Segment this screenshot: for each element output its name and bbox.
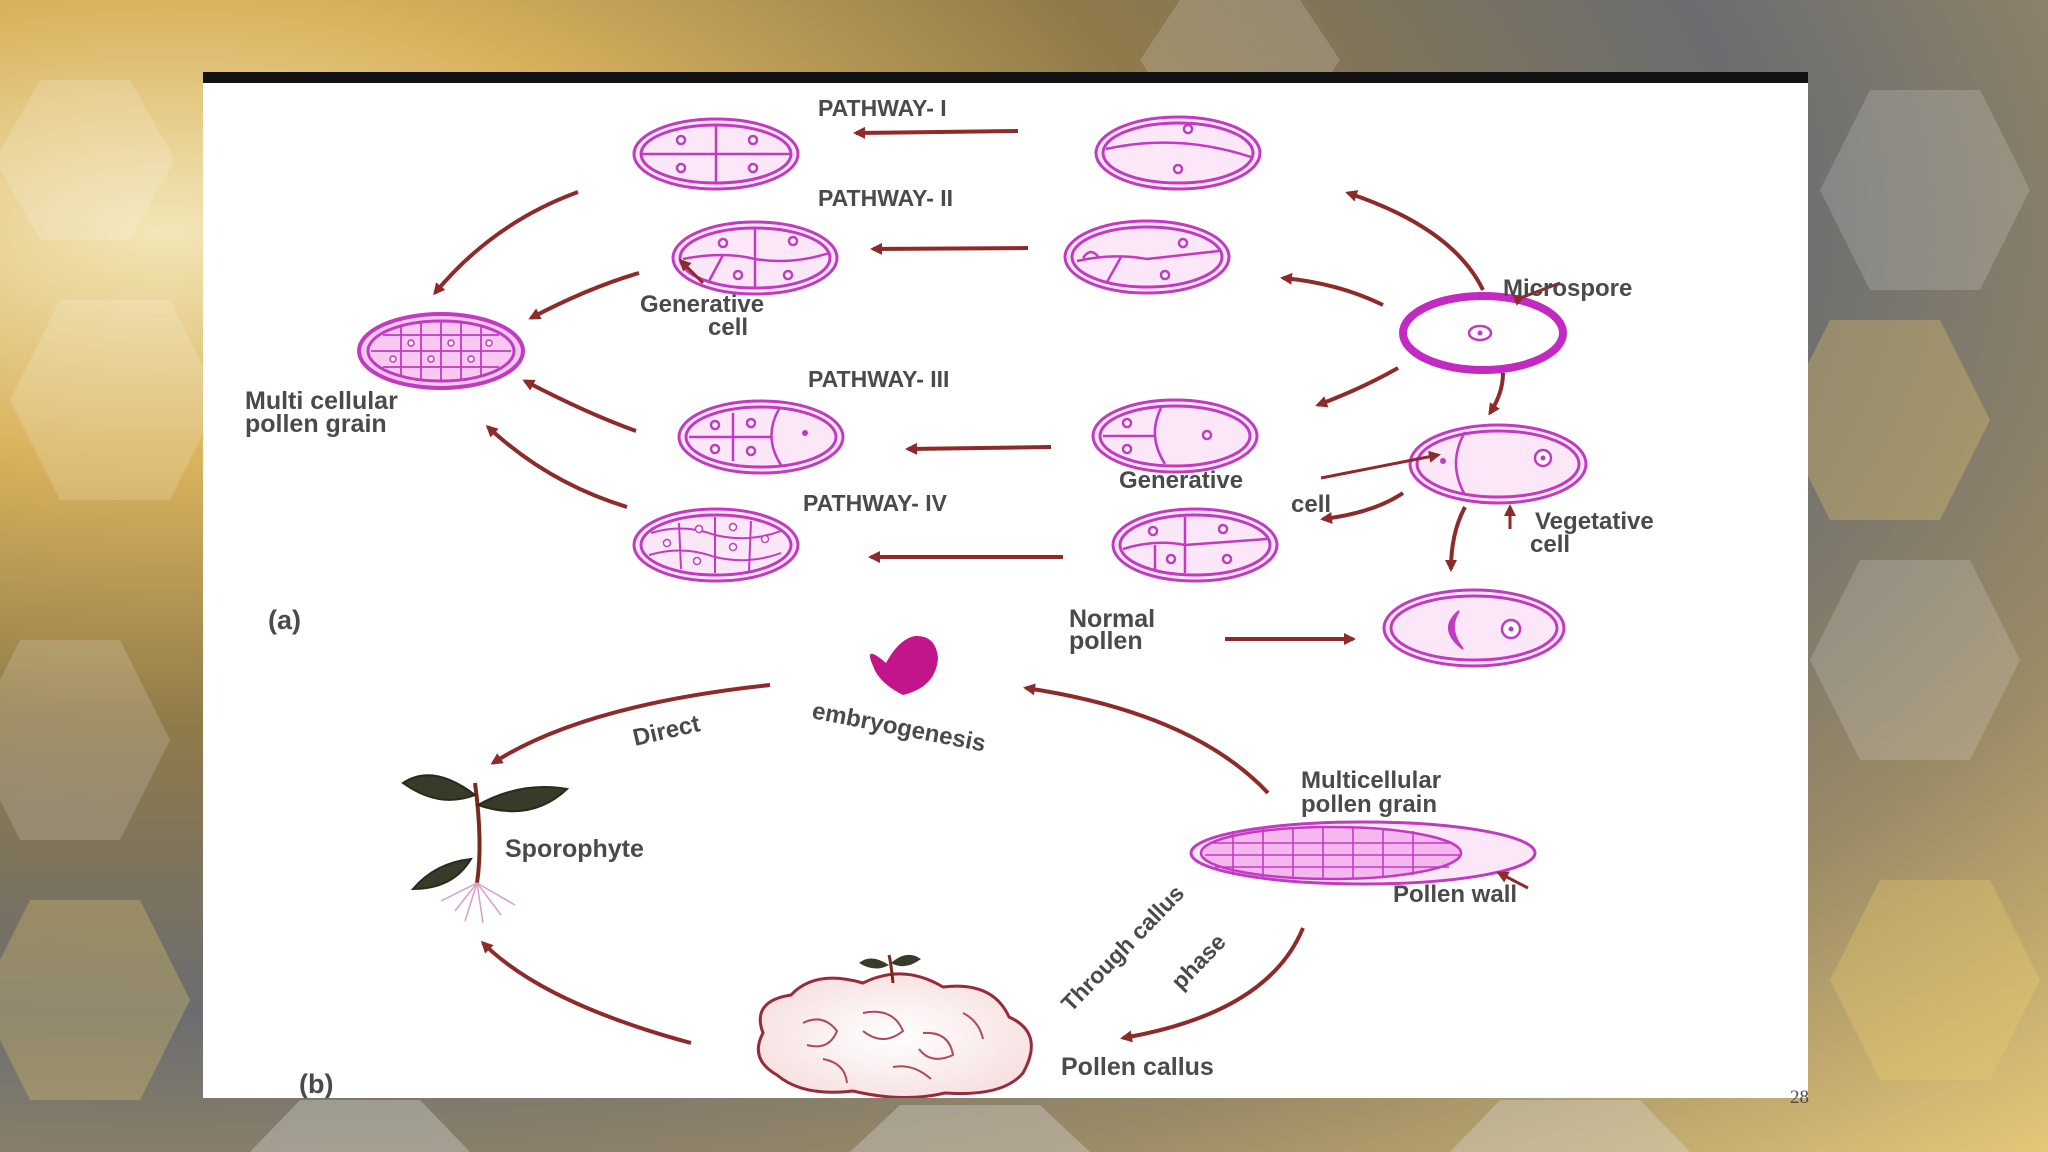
label-pollen-callus: Pollen callus (1061, 1053, 1214, 1081)
embryo-icon (869, 635, 938, 695)
label-generative-cell-a-1: Generative (640, 291, 764, 318)
pollen-embryogenesis-diagram: PATHWAY- I PATHWAY- II PATHWAY- III PATH… (245, 95, 1654, 1098)
arrow-pathway-3-to-multicellular (522, 379, 637, 433)
label-direct: Direct (630, 710, 702, 752)
arrow-microspore-to-pathway-1 (1345, 190, 1485, 291)
arrow-pathway-2 (870, 242, 1029, 255)
label-sporophyte: Sporophyte (505, 835, 644, 863)
pollen-callus-icon (756, 954, 1033, 1098)
normal-pollen-cell (1382, 588, 1566, 668)
pathway-2-grain-with-generative-cell (671, 220, 839, 296)
pathway-1-two-celled-grain (1094, 115, 1262, 191)
label-pathway-3: PATHWAY- III (808, 366, 949, 392)
arrow-pathway-2-to-multicellular (528, 271, 640, 320)
multicellular-pollen-grain (357, 312, 525, 390)
arrow-pollen-wall (1496, 871, 1529, 890)
sporophyte-plant-icon (401, 774, 570, 924)
arrow-generative-label-a (678, 258, 705, 285)
arrow-pathway-1 (853, 126, 1019, 139)
label-multicellular-b-2: pollen grain (1301, 791, 1437, 818)
pathway-4-right-grain (1111, 507, 1279, 583)
arrow-microspore-label (1512, 281, 1561, 306)
label-vegetative-cell-1: Vegetative (1535, 508, 1654, 535)
label-panel-a: (a) (268, 605, 301, 635)
label-pathway-4: PATHWAY- IV (803, 490, 948, 516)
two-celled-pollen-vegetative (1408, 423, 1588, 505)
arrow-generative-label-b (1320, 450, 1441, 480)
label-multicellular-pollen-2: pollen grain (245, 410, 387, 438)
arrow-callus-to-sporophyte (480, 940, 692, 1045)
pathway-2-three-celled-grain (1063, 219, 1231, 295)
label-multicellular-b-1: Multicellular (1301, 767, 1441, 794)
label-vegetative-cell-2: cell (1530, 531, 1570, 558)
label-pathway-2: PATHWAY- II (818, 185, 953, 211)
pathway-4-multicellular-grain (632, 507, 800, 583)
label-normal-pollen-2: pollen (1069, 627, 1143, 655)
label-normal-pollen-1: Normal (1069, 605, 1155, 633)
slide-content-panel: PATHWAY- I PATHWAY- II PATHWAY- III PATH… (203, 72, 1808, 1098)
label-through-callus-2: phase (1166, 929, 1231, 995)
pathway-3-right-grain (1091, 398, 1259, 474)
slide-page-number: 28 (1790, 1087, 1809, 1108)
pathway-1-four-celled-grain (632, 117, 800, 191)
arrow-pathway-3 (905, 442, 1052, 455)
arrow-two-celled-to-pathway-4 (1320, 491, 1405, 524)
label-generative-cell-b-2: cell (1291, 491, 1331, 518)
label-pathway-1: PATHWAY- I (818, 95, 947, 121)
label-panel-b: (b) (299, 1069, 333, 1098)
label-multicellular-pollen-1: Multi cellular (245, 387, 398, 415)
label-embryogenesis: embryogenesis (810, 697, 988, 757)
arrow-direct-to-sporophyte (490, 683, 771, 765)
label-generative-cell-a-2: cell (708, 314, 748, 341)
arrow-microspore-to-pathway-3 (1315, 366, 1399, 408)
arrow-microspore-to-two-celled (1488, 372, 1505, 416)
multicellular-pollen-grain-b (1189, 820, 1537, 886)
pathway-3-left-grain (677, 399, 845, 475)
arrow-pathway-4-to-multicellular (485, 424, 628, 509)
arrow-multicellular-to-embryo (1023, 683, 1270, 795)
arrow-two-celled-to-normal-pollen (1445, 506, 1467, 572)
arrow-pathway-1-to-multicellular (433, 190, 579, 296)
label-microspore: Microspore (1503, 275, 1632, 302)
label-through-callus-1: Through callus (1056, 880, 1189, 1017)
arrow-microspore-to-pathway-2 (1280, 272, 1384, 307)
microspore-cell (1399, 292, 1567, 374)
label-generative-cell-b-1: Generative (1119, 467, 1243, 494)
arrow-multicellular-to-callus (1120, 927, 1305, 1043)
label-pollen-wall: Pollen wall (1393, 881, 1517, 908)
